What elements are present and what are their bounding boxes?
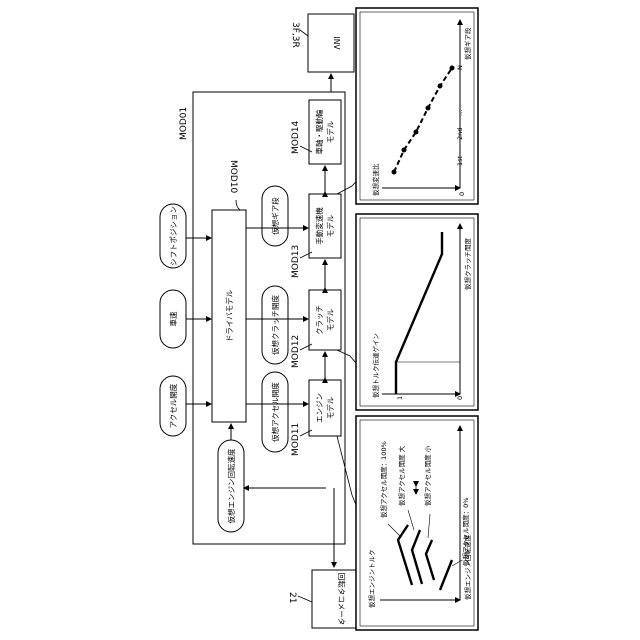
- engine-curve-100-label: 仮想アクセル開度：100%: [379, 441, 388, 518]
- gear-point: [414, 130, 419, 135]
- gear-graph-tick-1st: 1st: [456, 155, 464, 166]
- ref-mod10: MOD10: [228, 160, 238, 194]
- ref-mod11: MOD11: [291, 423, 301, 456]
- clutch-graph-xlabel: 仮想クラッチ開度: [463, 238, 472, 291]
- clutch-graph-one: 1: [396, 396, 404, 400]
- mod01-label: MOD01: [179, 107, 189, 140]
- gear-point: [426, 106, 431, 111]
- virtual-clutch-label: 仮想クラッチ開度: [270, 295, 280, 355]
- input-shift-label: シフトポジション: [169, 206, 178, 266]
- inv-label: INV: [332, 37, 341, 51]
- gear-graph-ylabel: 仮想変速比: [371, 163, 380, 196]
- engine-curve-small-label: 仮想アクセル開度 小: [423, 445, 432, 506]
- gear-point: [392, 170, 397, 175]
- drive-model-label2: モデル: [325, 120, 335, 143]
- clutch-model-label1: クラッチ: [315, 305, 324, 335]
- virtual-engine-speed-label: 仮想エンジン回転速度: [226, 448, 236, 523]
- engine-graph-ylabel: 仮想エンジントルク: [367, 550, 376, 609]
- gear-point: [438, 84, 443, 89]
- clutch-graph-origin: 0: [456, 396, 464, 400]
- engine-model-label2: モデル: [325, 396, 335, 419]
- gear-graph-xlabel: 仮想ギア段: [463, 27, 472, 60]
- mt-model-box: [309, 194, 341, 258]
- ref-3f3r: 3F,3R: [290, 22, 300, 48]
- gear-graph-tick-2nd: 2nd: [456, 128, 464, 140]
- ref-21: 21: [287, 592, 297, 603]
- clutch-model-label2: モデル: [325, 308, 335, 331]
- drive-model-box: [309, 100, 341, 164]
- engine-curve-big-label: 仮想アクセル開度 大: [397, 445, 406, 506]
- tacho-box: [312, 570, 358, 628]
- input-accel-label: アクセル開度: [168, 383, 178, 428]
- virtual-gear-label: 仮想ギア段: [270, 197, 280, 235]
- clutch-model-box: [309, 290, 341, 350]
- ref-mod13: MOD13: [291, 245, 301, 278]
- gear-graph-origin: 0: [458, 192, 466, 196]
- gear-graph-tick-dots: …: [456, 110, 464, 117]
- drive-model-label1: 車軸・駆動輪: [314, 109, 324, 154]
- mt-model-label2: モデル: [325, 214, 335, 237]
- ref-mod12: MOD12: [291, 335, 301, 368]
- engine-curve-0-label: 仮想アクセル開度：0%: [461, 498, 470, 567]
- clutch-graph-ylabel: 仮想トルク伝達ゲイン: [371, 333, 380, 398]
- virtual-accel-label: 仮想アクセル開度: [270, 382, 280, 442]
- ref-mod14: MOD14: [291, 120, 301, 154]
- gear-point: [402, 148, 407, 153]
- gear-point: [450, 66, 455, 71]
- gear-graph-tick-n: N: [456, 65, 464, 70]
- engine-model-label1: エンジン: [315, 393, 324, 423]
- engine-model-box: [309, 380, 341, 436]
- input-speed-label: 車速: [168, 311, 178, 326]
- tacho-label: 回転タコメータ: [337, 573, 346, 626]
- mt-model-label1: 手動変速機: [314, 207, 324, 245]
- inv-box: [308, 14, 354, 72]
- driver-model-label: ドライバモデル: [224, 289, 234, 342]
